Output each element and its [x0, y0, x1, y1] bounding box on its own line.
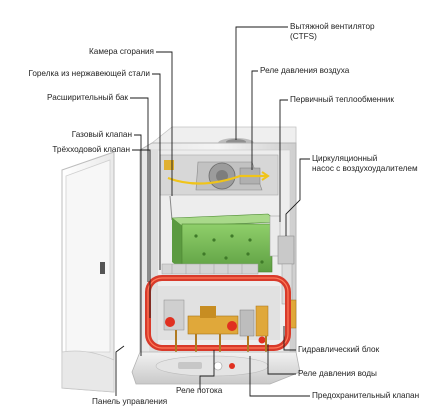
hydraulic-block [163, 299, 269, 356]
label-three-way-valve: Трёхходовой клапан [52, 145, 130, 154]
control-panel-base [131, 351, 301, 385]
primary-heat-exchanger [171, 213, 281, 273]
burner [161, 263, 259, 275]
label-expansion-tank: Расширительный бак [47, 93, 128, 102]
label-gas-valve: Газовый клапан [71, 130, 132, 139]
label-hydraulic-block: Гидравлический блок [298, 345, 380, 354]
label-primary-exchanger: Первичный теплообменник [290, 95, 394, 104]
label-fan-sub: (CTFS) [290, 32, 317, 41]
leader-lines [115, 26, 310, 397]
label-combustion-chamber: Камера сгорания [89, 47, 154, 56]
label-flow-relay: Реле потока [176, 386, 223, 395]
label-safety-valve: Предохранительный клапан [312, 391, 420, 400]
front-door [61, 151, 115, 393]
label-pump-line2: насос с воздухоудалителем [312, 164, 418, 173]
fan-assembly [159, 154, 279, 221]
label-air-pressure-relay: Реле давления воздуха [260, 66, 350, 75]
label-water-pressure-relay: Реле давления воды [298, 369, 377, 378]
label-control-panel: Панель управления [92, 397, 168, 406]
label-pump-line1: Циркуляционный [312, 154, 378, 163]
label-burner: Горелка из нержавеющей стали [28, 69, 150, 78]
label-fan: Вытяжной вентилятор [290, 22, 375, 31]
